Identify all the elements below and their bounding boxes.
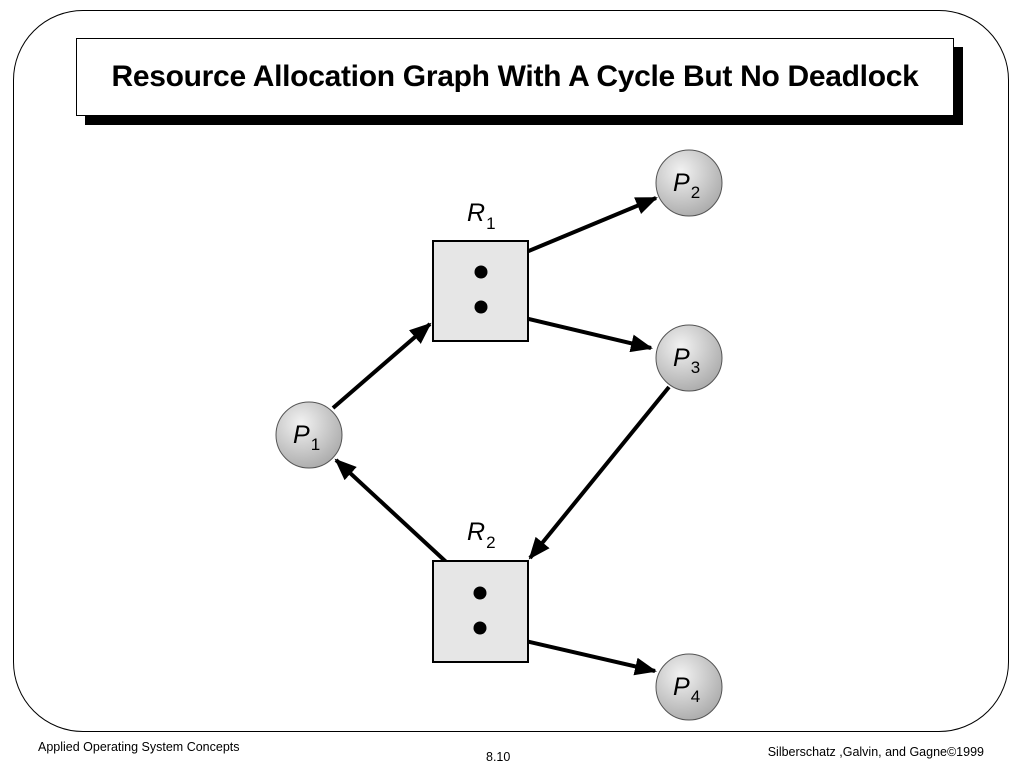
- resource-r2-instance-1: [473, 586, 487, 600]
- process-p3-label: P3: [673, 344, 700, 377]
- resource-r2-instance-2: [473, 621, 487, 635]
- edge-p3-to-r2: [528, 385, 671, 560]
- edge-p1-to-r1: [331, 322, 432, 410]
- process-p4-label: P4: [673, 673, 700, 706]
- process-p2-label: P2: [673, 169, 700, 202]
- resource-r1-box: [432, 240, 529, 342]
- slide-title: Resource Allocation Graph With A Cycle B…: [111, 60, 919, 93]
- process-p2-circle: [655, 149, 723, 217]
- resource-r1: R1: [432, 199, 529, 342]
- slide-frame: [13, 10, 1009, 732]
- process-p2: P2: [655, 149, 723, 217]
- process-p1-circle: [275, 401, 343, 469]
- resource-r2-label: R2: [467, 518, 496, 552]
- process-p4: P4: [655, 653, 723, 721]
- resource-r1-instance-1: [474, 265, 488, 279]
- footer-copyright: Silberschatz ,Galvin, and Gagne©1999: [767, 745, 984, 759]
- process-p1: P1: [275, 401, 343, 469]
- process-p3: P3: [655, 324, 723, 392]
- resource-r2-box: [432, 560, 529, 663]
- process-p4-circle: [655, 653, 723, 721]
- process-p3-circle: [655, 324, 723, 392]
- process-p1-label: P1: [293, 421, 320, 454]
- resource-r1-instance-2: [474, 300, 488, 314]
- resource-r2: R2: [432, 518, 529, 663]
- footer-course-title: Applied Operating System Concepts: [38, 740, 240, 754]
- footer-page-number: 8.10: [486, 750, 511, 764]
- title-box: Resource Allocation Graph With A Cycle B…: [76, 38, 954, 116]
- resource-r1-label: R1: [467, 199, 496, 233]
